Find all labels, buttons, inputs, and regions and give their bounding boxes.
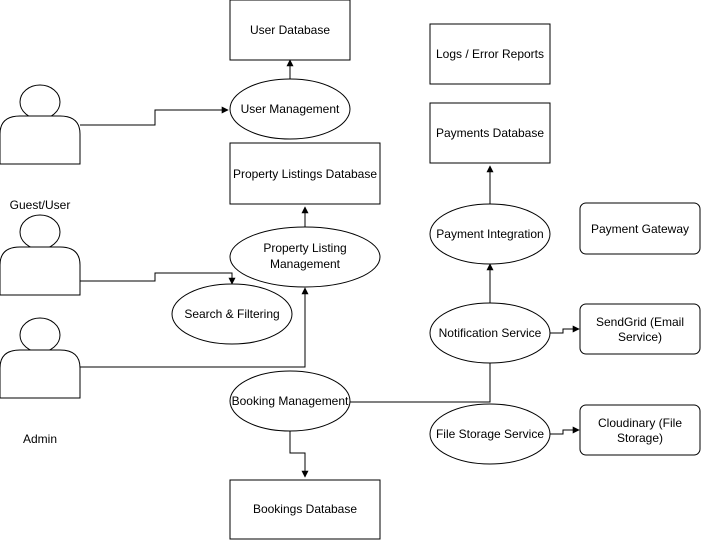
box-sendgrid-label-line-2: Service) xyxy=(618,330,662,344)
box-bookings-database-label: Bookings Database xyxy=(253,502,357,516)
box-payment-gateway: Payment Gateway xyxy=(579,202,701,255)
process-user-management-label: User Management xyxy=(241,102,340,116)
box-sendgrid-label-line-1: SendGrid (Email xyxy=(596,315,684,329)
box-logs-error-reports-label: Logs / Error Reports xyxy=(436,47,544,61)
edges xyxy=(80,59,580,478)
actor-1-body-icon xyxy=(0,115,81,165)
actor-admin-head-icon xyxy=(19,317,61,353)
box-payments-database: Payments Database xyxy=(429,102,551,164)
box-sendgrid: SendGrid (Email Service) xyxy=(579,303,701,355)
process-file-storage-service: File Storage Service xyxy=(429,403,551,465)
edge-actor1-to-user-management xyxy=(80,106,229,126)
process-booking-management: Booking Management xyxy=(229,370,351,432)
box-payments-database-label: Payments Database xyxy=(436,126,544,140)
process-property-listing-management: Property Listing Management xyxy=(229,226,381,288)
actor-admin: Admin xyxy=(0,317,81,446)
actor-guest-user-head-icon xyxy=(19,214,61,250)
actor-1-head-icon xyxy=(19,84,61,120)
edge-notification-to-sendgrid xyxy=(550,325,580,334)
box-property-listings-database-label: Property Listings Database xyxy=(233,167,377,181)
edge-file-storage-to-cloudinary xyxy=(550,426,580,435)
process-property-listing-management-label-line-1: Property Listing xyxy=(263,241,346,255)
box-logs-error-reports: Logs / Error Reports xyxy=(429,23,551,85)
process-search-filtering: Search & Filtering xyxy=(171,283,293,345)
process-payment-integration-label: Payment Integration xyxy=(436,227,543,241)
box-cloudinary-label-line-1: Cloudinary (File xyxy=(598,416,682,430)
actor-guest-user-label: Guest/User xyxy=(10,198,71,212)
edge-admin-to-property-management xyxy=(80,287,309,368)
process-property-listing-management-label-line-2: Management xyxy=(270,257,341,271)
process-notification-service-label: Notification Service xyxy=(439,326,542,340)
actor-guest-user: Guest/User xyxy=(0,198,81,296)
actor-admin-body-icon xyxy=(0,349,81,399)
process-payment-integration: Payment Integration xyxy=(429,203,551,265)
process-file-storage-service-label: File Storage Service xyxy=(436,427,544,441)
process-notification-service: Notification Service xyxy=(429,302,551,364)
actor-1 xyxy=(0,84,81,165)
box-bookings-database: Bookings Database xyxy=(229,479,381,540)
box-user-database: User Database xyxy=(229,0,351,61)
box-cloudinary: Cloudinary (File Storage) xyxy=(579,404,701,456)
box-user-database-label: User Database xyxy=(250,23,330,37)
process-booking-management-label: Booking Management xyxy=(232,394,349,408)
edge-guest-to-search xyxy=(80,272,236,285)
process-user-management: User Management xyxy=(229,78,351,140)
actor-guest-user-body-icon xyxy=(0,246,81,296)
actor-admin-label: Admin xyxy=(23,432,57,446)
process-search-filtering-label: Search & Filtering xyxy=(184,307,279,321)
box-cloudinary-label-line-2: Storage) xyxy=(617,431,663,445)
box-payment-gateway-label: Payment Gateway xyxy=(591,222,689,236)
box-property-listings-database: Property Listings Database xyxy=(229,142,381,205)
edge-booking-management-to-bookings-db xyxy=(289,431,309,478)
